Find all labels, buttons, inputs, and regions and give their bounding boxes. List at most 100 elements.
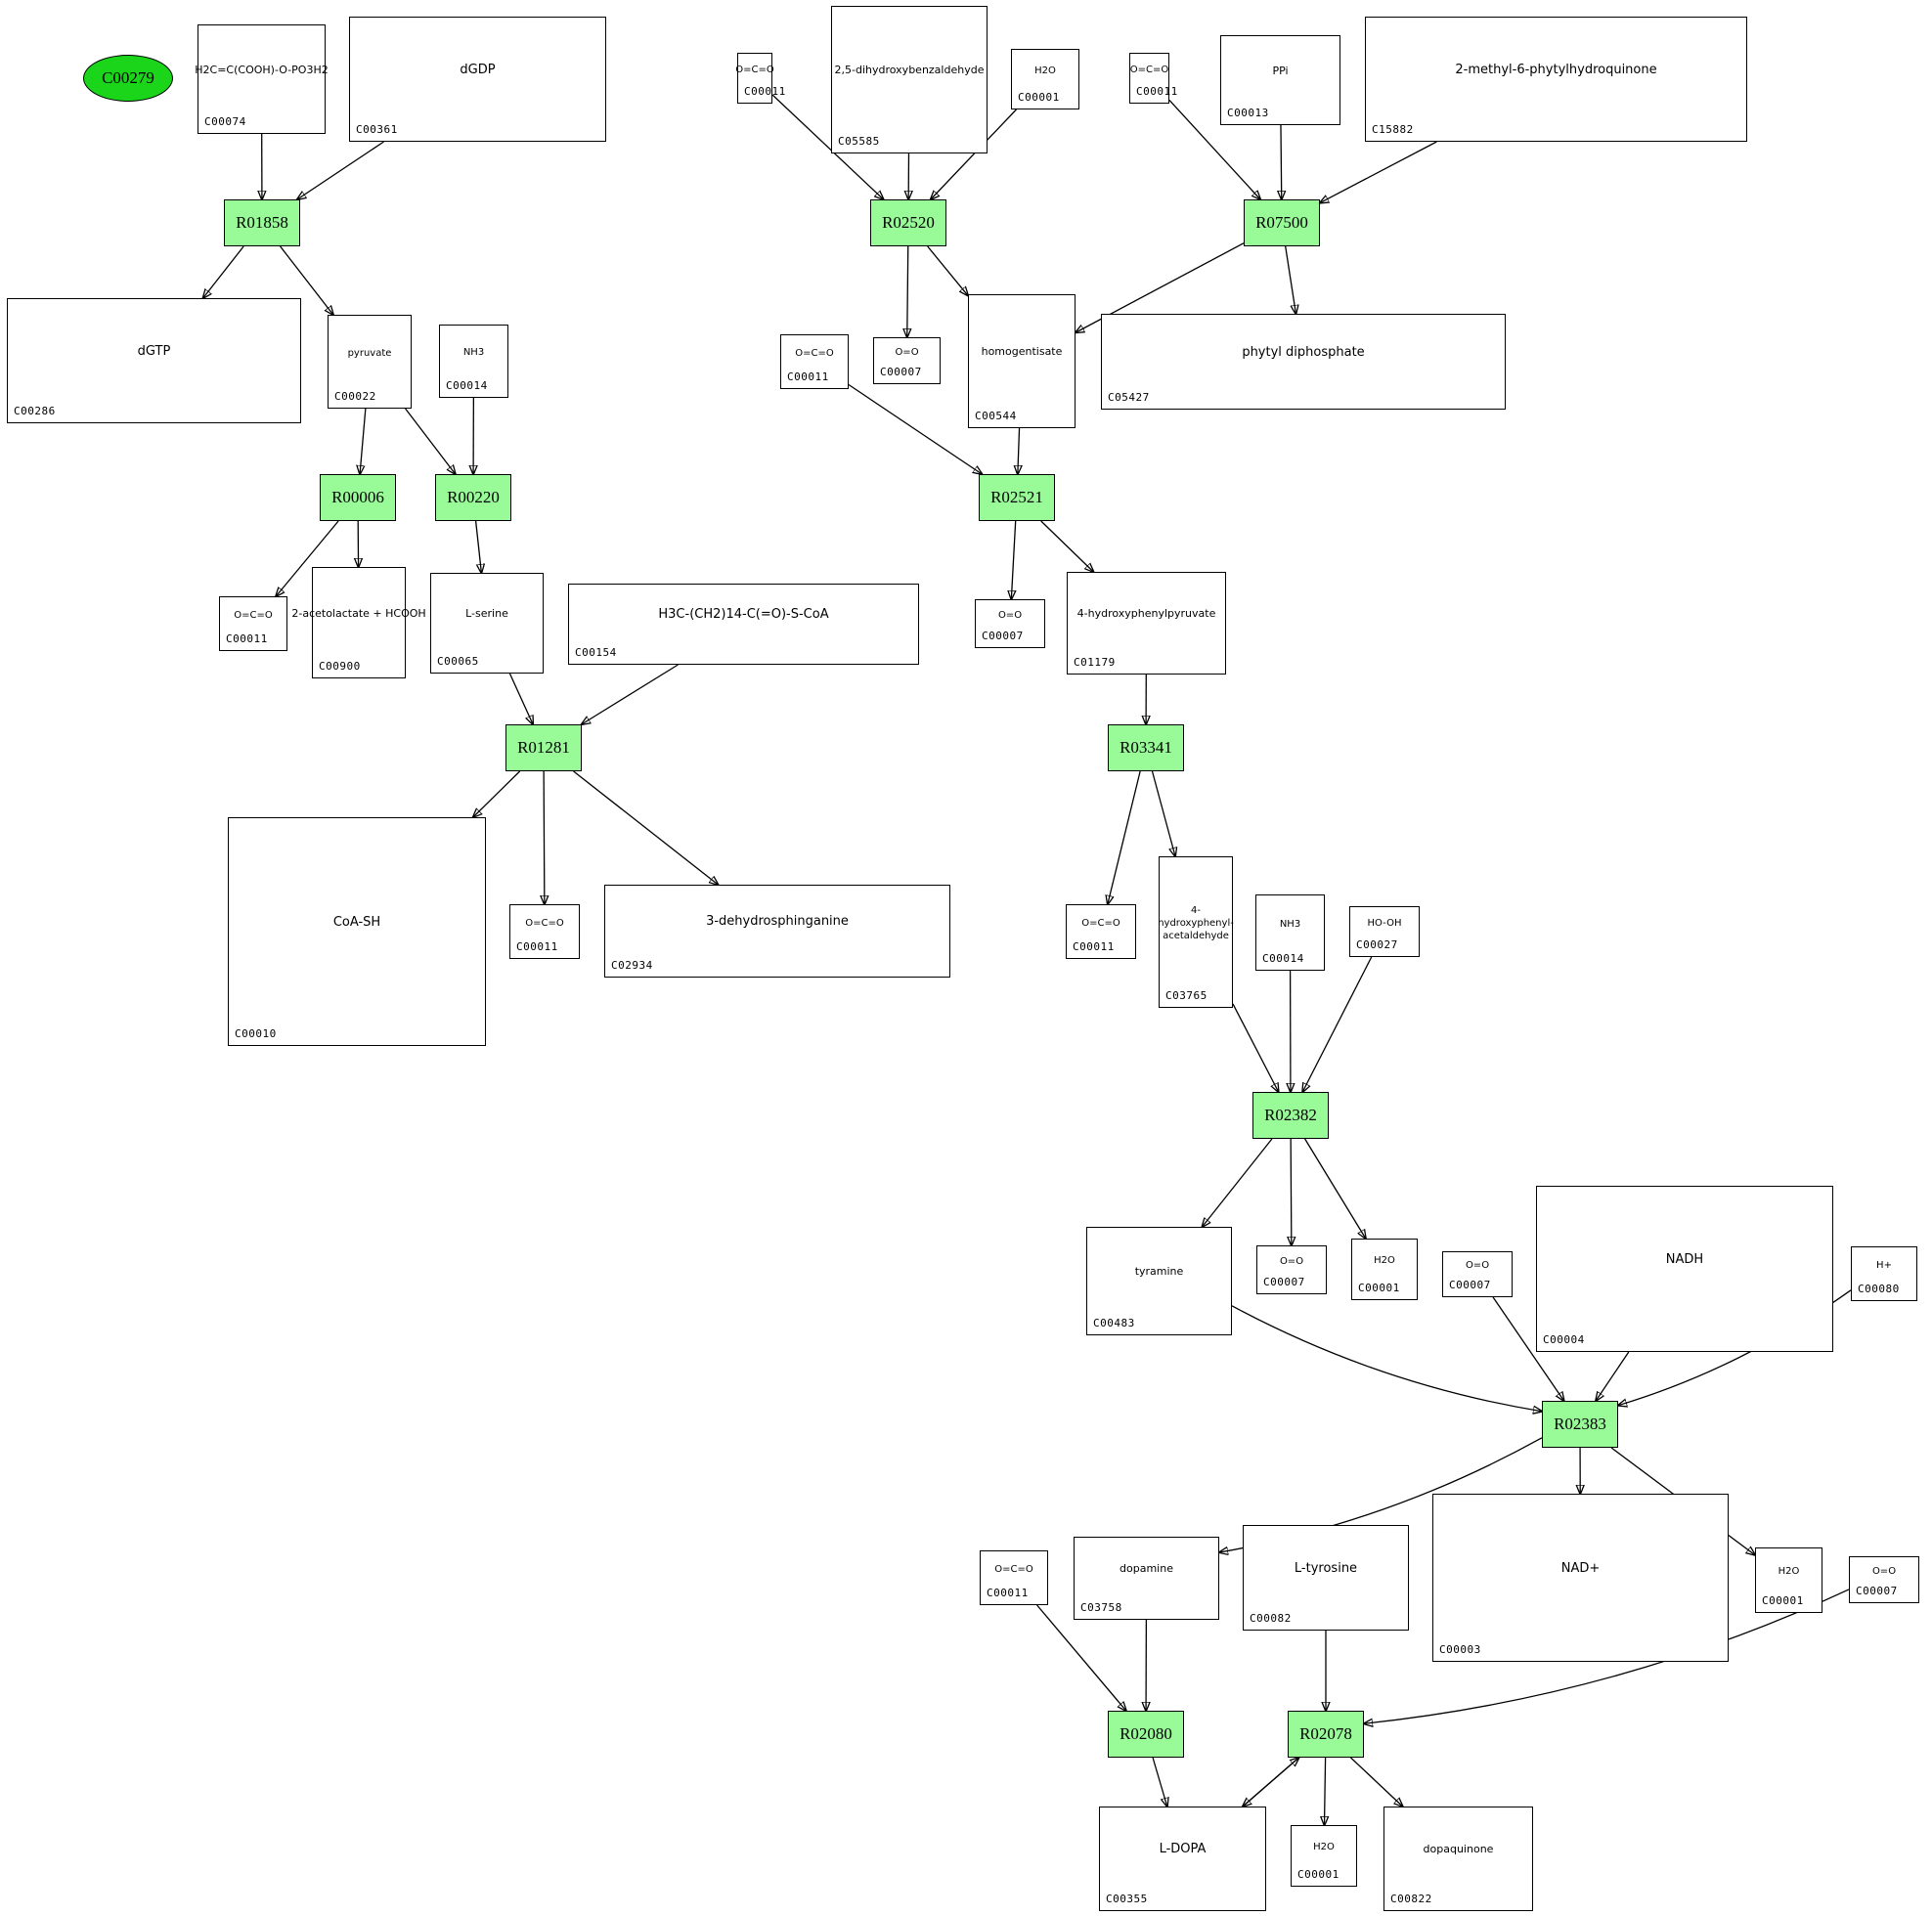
edge-R02078-to-c00001d xyxy=(1325,1757,1326,1825)
edge-c00483-to-R02383 xyxy=(1231,1305,1542,1412)
edge-c00355-to-R02078 xyxy=(1242,1758,1298,1807)
reaction-node-R02382[interactable]: R02382 xyxy=(1252,1092,1329,1139)
compound-structure: O=O xyxy=(1279,1255,1304,1267)
compound-structure: 2-acetolactate + HCOOH xyxy=(291,606,426,620)
compound-box-C00010[interactable]: CoA-SH C00010 xyxy=(228,817,486,1046)
edge-c00022-to-R00220 xyxy=(405,408,456,474)
reaction-node-R01281[interactable]: R01281 xyxy=(505,724,582,771)
compound-structure: O=C=O xyxy=(234,609,273,621)
compound-structure: O=O xyxy=(1465,1260,1490,1271)
reaction-node-R02520[interactable]: R02520 xyxy=(870,199,946,246)
compound-box-C00900[interactable]: 2-acetolactate + HCOOH C00900 xyxy=(291,567,426,678)
compound-id-label: C00013 xyxy=(1227,107,1269,119)
compound-id-label: C00001 xyxy=(1358,1282,1400,1294)
reaction-node-R03341[interactable]: R03341 xyxy=(1108,724,1184,771)
compound-box-C00007[interactable]: O=O C00007 xyxy=(975,599,1045,648)
compound-id-label: C00154 xyxy=(575,646,617,659)
reaction-node-R02078[interactable]: R02078 xyxy=(1288,1711,1364,1758)
compound-id-label: C00001 xyxy=(1297,1868,1339,1881)
compound-structure: O=O xyxy=(997,609,1023,621)
compound-box-C00003[interactable]: NAD+ C00003 xyxy=(1432,1494,1729,1662)
edge-R07500-to-c05427 xyxy=(1285,245,1296,314)
compound-structure: PPi xyxy=(1272,64,1289,77)
compound-id-label: C00004 xyxy=(1543,1333,1585,1346)
compound-id-label: C00007 xyxy=(982,630,1024,642)
compound-box-C00007[interactable]: O=O C00007 xyxy=(1442,1251,1513,1297)
reaction-node-R07500[interactable]: R07500 xyxy=(1244,199,1320,246)
compound-id-label: C00286 xyxy=(14,405,56,417)
compound-structure: tyramine xyxy=(1134,1265,1184,1279)
compound-structure: 2,5-dihydroxybenzaldehyde xyxy=(834,64,985,77)
compound-id-label: C00900 xyxy=(319,660,361,673)
compound-structure: CoA-SH xyxy=(332,914,381,930)
compound-structure: phytyl diphosphate xyxy=(1242,344,1365,360)
compound-structure: O=O xyxy=(1871,1565,1897,1577)
reaction-node-R02080[interactable]: R02080 xyxy=(1108,1711,1184,1758)
edge-c00361-to-R01858 xyxy=(297,141,384,199)
compound-structure: H3C-(CH2)14-C(=O)-S-CoA xyxy=(658,607,829,623)
compound-id-label: C00003 xyxy=(1439,1643,1481,1656)
compound-id-label: C00010 xyxy=(235,1027,277,1040)
compound-box-C00080[interactable]: H+C00080 xyxy=(1851,1246,1917,1301)
edge-R02382-to-c00007c xyxy=(1291,1138,1292,1245)
compound-id-label: C00822 xyxy=(1390,1893,1432,1905)
reaction-node-R02383[interactable]: R02383 xyxy=(1542,1401,1618,1448)
start-node-C00279[interactable]: C00279 xyxy=(83,55,173,102)
compound-box-C00154[interactable]: H3C-(CH2)14-C(=O)-S-CoA C00154 xyxy=(568,584,919,665)
compound-id-label: C05585 xyxy=(838,135,880,148)
compound-structure: O=C=O xyxy=(735,64,774,75)
compound-structure: O=C=O xyxy=(795,347,834,359)
reaction-node-R00006[interactable]: R00006 xyxy=(320,474,396,521)
compound-id-label: C00007 xyxy=(1449,1279,1491,1291)
reaction-node-R02521[interactable]: R02521 xyxy=(979,474,1055,521)
compound-id-label: C00001 xyxy=(1762,1594,1804,1607)
reaction-node-R00220[interactable]: R00220 xyxy=(435,474,511,521)
compound-structure: O=C=O xyxy=(525,917,564,929)
compound-id-label: C03765 xyxy=(1165,989,1208,1002)
compound-id-label: C00007 xyxy=(880,366,922,378)
reaction-node-R01858[interactable]: R01858 xyxy=(224,199,300,246)
compound-structure: L-tyrosine xyxy=(1294,1560,1358,1576)
compound-id-label: C00361 xyxy=(356,123,398,136)
compound-id-label: C00065 xyxy=(437,655,479,668)
edge-R01281-to-c02934 xyxy=(573,770,719,885)
compound-id-label: C00011 xyxy=(1073,940,1115,953)
compound-structure: NAD+ xyxy=(1560,1560,1601,1576)
